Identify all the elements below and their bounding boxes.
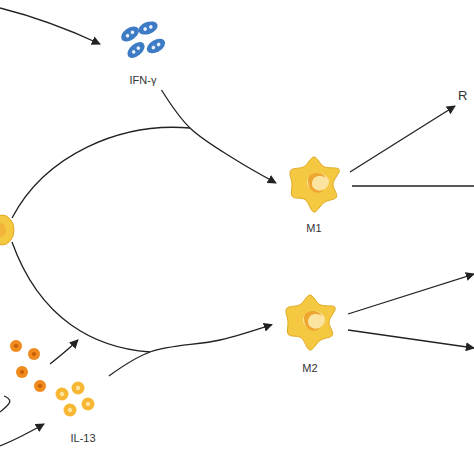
cytokine-molecule <box>56 388 69 401</box>
cytokine-cluster <box>10 340 46 392</box>
cytokine-molecule <box>144 36 167 56</box>
input-arrow <box>0 8 100 44</box>
node-illustration <box>276 148 352 222</box>
polarization-curve <box>12 242 150 352</box>
cytokine-molecule <box>72 382 85 395</box>
output-arrow <box>352 185 474 186</box>
cytokine-molecule <box>64 404 77 417</box>
cytokine-molecule <box>124 39 147 61</box>
cytokine-node: IFN-γ <box>106 16 180 90</box>
cell-nucleus <box>308 173 326 193</box>
cytokine-molecule <box>118 23 141 44</box>
cytokine-molecule <box>82 398 95 411</box>
node-label: IFN-γ <box>106 74 180 86</box>
cytokine-molecule <box>137 19 160 37</box>
node-illustration <box>272 286 348 362</box>
cell-body <box>286 295 335 350</box>
macrophage-node: M2 <box>272 286 348 378</box>
macrophage-node: M1 <box>276 148 352 240</box>
polarization-arrow <box>109 325 272 376</box>
output-arrow <box>350 106 455 172</box>
cell-body <box>290 157 339 212</box>
node-illustration <box>46 376 120 432</box>
cytokine-node: IL-13 <box>46 376 120 448</box>
input-arrow <box>0 396 10 412</box>
output-label: R <box>458 88 467 103</box>
output-arrow <box>348 330 474 348</box>
node-label: M1 <box>276 222 352 234</box>
input-arrow <box>0 424 44 446</box>
node-illustration <box>106 16 180 74</box>
input-arrow <box>50 340 78 364</box>
node-label: M2 <box>272 362 348 374</box>
polarization-curve <box>12 127 190 218</box>
precursor-cell <box>0 215 14 245</box>
node-label: IL-13 <box>46 432 120 444</box>
cell-nucleus <box>304 311 322 331</box>
polarization-arrow <box>162 90 277 183</box>
output-arrow <box>348 274 474 314</box>
